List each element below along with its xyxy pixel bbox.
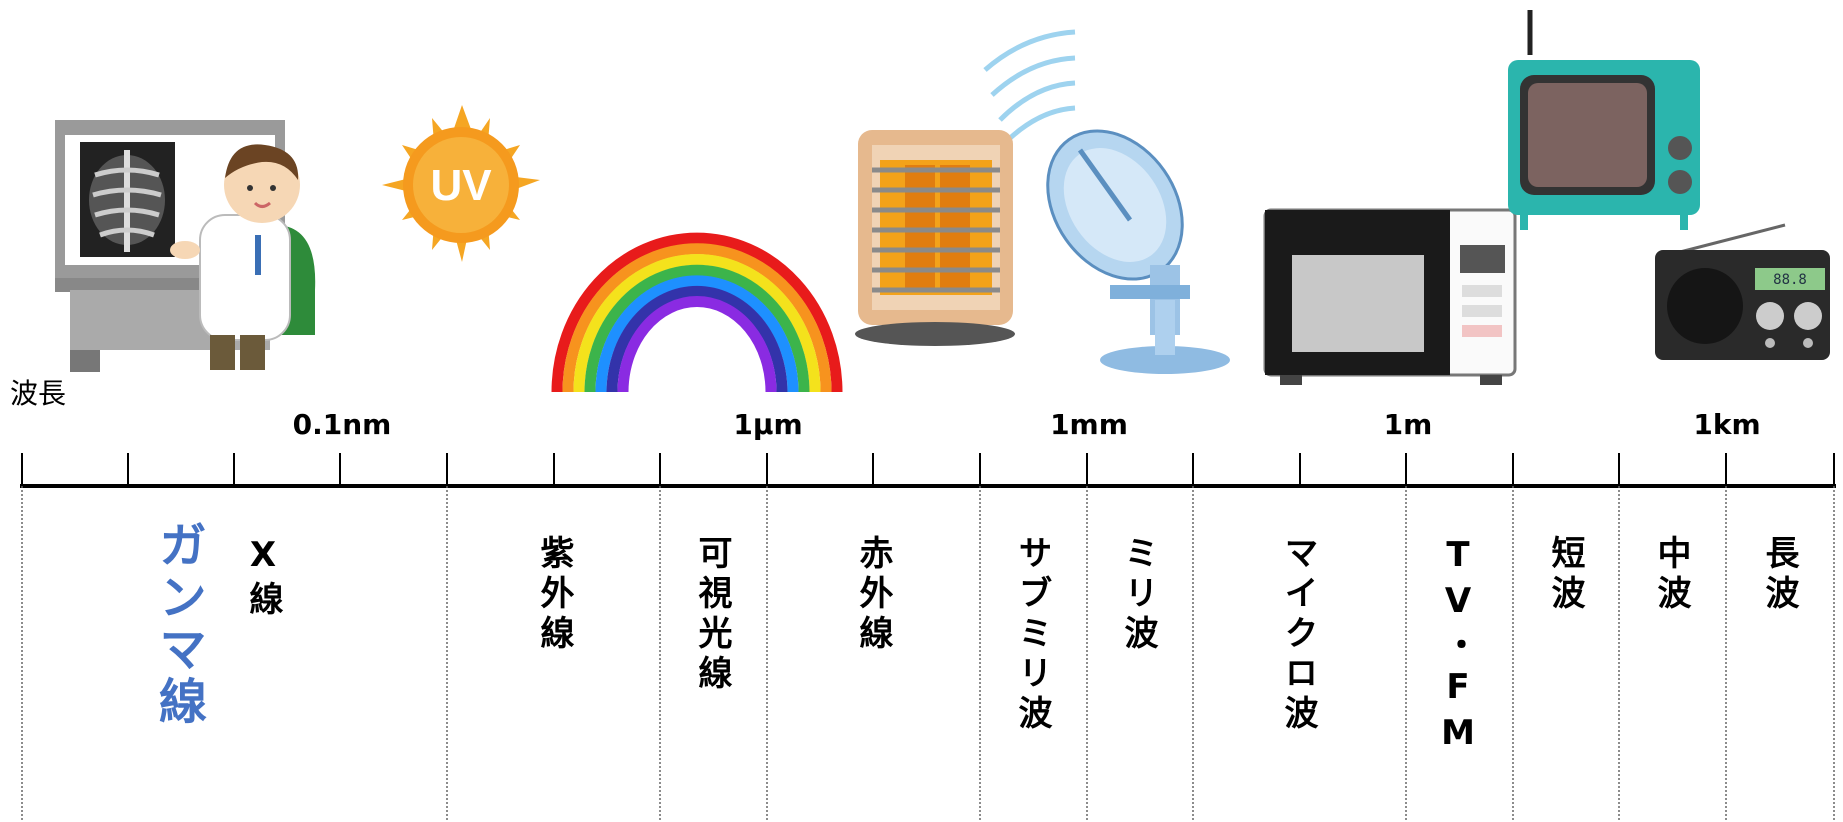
tv-icon xyxy=(1508,10,1700,230)
band-millimeter: ミリ波 xyxy=(1118,535,1158,655)
microwave-icon xyxy=(1263,208,1517,385)
scale-label-0-1nm: 0.1nm xyxy=(292,408,392,441)
radio-icon: 88.8 xyxy=(1655,223,1830,360)
scale-label-1m: 1m xyxy=(1383,408,1433,441)
scale-label-1km: 1km xyxy=(1693,408,1761,441)
band-submillimeter: サブミリ波 xyxy=(1012,535,1052,735)
band-longwave: 長波 xyxy=(1759,535,1799,615)
band-microwave: マイクロ波 xyxy=(1278,535,1318,735)
rainbow-icon xyxy=(551,232,843,393)
band-x-ray: X線 xyxy=(243,535,283,621)
band-infrared: 赤外線 xyxy=(853,535,893,655)
band-shortwave: 短波 xyxy=(1545,535,1585,615)
scale-label-1um: 1μm xyxy=(733,408,803,441)
scale-label-1mm: 1mm xyxy=(1050,408,1128,441)
uv-text: UV xyxy=(430,161,492,210)
band-visible-light: 可視光線 xyxy=(692,535,732,695)
illustrations-layer: UV xyxy=(55,10,1830,393)
band-tv-fm: TV・FM xyxy=(1438,535,1478,759)
satellite-dish-icon xyxy=(1046,129,1230,374)
band-ultraviolet: 紫外線 xyxy=(534,535,574,655)
heater-icon xyxy=(855,29,1076,346)
radio-display-text: 88.8 xyxy=(1773,272,1807,288)
wavelength-label: 波長 xyxy=(10,377,67,410)
band-mediumwave: 中波 xyxy=(1651,535,1691,615)
sun-icon: UV xyxy=(382,105,540,262)
xray-viewer-icon xyxy=(55,120,316,372)
band-gamma-ray: ガンマ線 xyxy=(150,520,206,728)
